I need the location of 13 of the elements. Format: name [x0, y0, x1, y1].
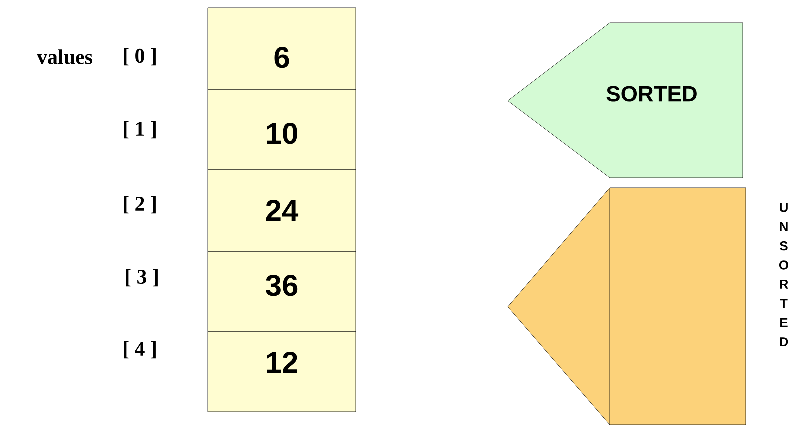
array-cell: 6 [208, 8, 356, 90]
array-cell: 36 [208, 252, 356, 332]
index-label: [ 1 ] [124, 121, 156, 139]
index-label: [ 0 ] [124, 48, 156, 66]
index-label: [ 4 ] [124, 341, 156, 359]
arrow-shape [508, 188, 746, 425]
array-cell: 24 [208, 170, 356, 252]
vertical-label: UNSORTED [779, 203, 788, 347]
index-label: [ 2 ] [124, 196, 156, 214]
array-name: values [37, 50, 92, 64]
array-cell: 12 [208, 332, 356, 412]
index-label: [ 3 ] [126, 269, 158, 287]
array-cell: 10 [208, 90, 356, 170]
